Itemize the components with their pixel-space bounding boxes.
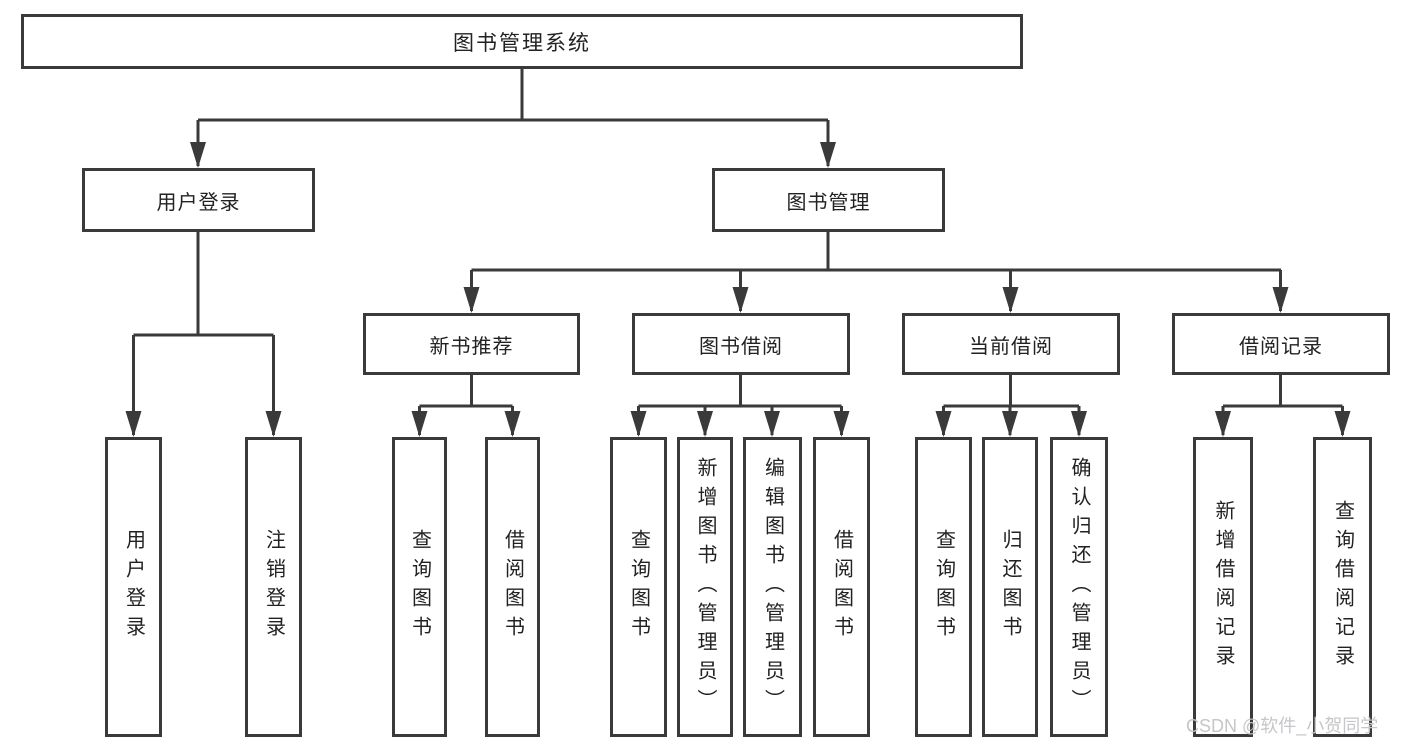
- tree-rails: [133, 69, 1343, 408]
- node-label: 查询借阅记录: [1331, 500, 1354, 674]
- leaf-add-borrow-record: 新增借阅记录: [1193, 437, 1253, 737]
- node-label: 图书借阅: [699, 335, 783, 358]
- leaf-query-books-current: 查询图书: [915, 437, 972, 737]
- leaf-edit-books-admin: 编辑图书（管理员）: [743, 437, 802, 737]
- leaf-user-login: 用户登录: [105, 437, 162, 737]
- node-label: 查询图书: [627, 529, 650, 645]
- node-label: 确认归还（管理员）: [1068, 456, 1090, 718]
- node-label: 编辑图书（管理员）: [761, 456, 784, 718]
- node-label: 新书推荐: [429, 335, 514, 358]
- node-book-management: 图书管理: [712, 168, 945, 232]
- node-label: 用户登录: [122, 529, 145, 645]
- leaf-add-books-admin: 新增图书（管理员）: [677, 437, 733, 737]
- leaf-borrow-books: 借阅图书: [813, 437, 870, 737]
- node-label: 图书管理系统: [453, 31, 591, 55]
- node-label: 借阅图书: [830, 529, 853, 645]
- node-label: 用户登录: [156, 191, 241, 214]
- leaf-query-borrow-record: 查询借阅记录: [1313, 437, 1372, 737]
- node-borrowing-records: 借阅记录: [1172, 313, 1390, 375]
- node-label: 查询图书: [932, 529, 955, 645]
- leaf-borrow-books-recommend: 借阅图书: [485, 437, 540, 737]
- leaf-return-books: 归还图书: [982, 437, 1038, 737]
- node-label: 当前借阅: [969, 335, 1053, 358]
- node-label: 查询图书: [408, 529, 431, 645]
- csdn-watermark: CSDN @软件_小贺同学: [1186, 716, 1379, 736]
- node-label: 新增图书（管理员）: [694, 456, 716, 718]
- node-root-library-system: 图书管理系统: [21, 14, 1023, 69]
- node-label: 新增借阅记录: [1212, 500, 1234, 674]
- node-book-borrowing: 图书借阅: [632, 313, 850, 375]
- node-new-book-recommendation: 新书推荐: [363, 313, 580, 375]
- node-label: 借阅记录: [1239, 335, 1323, 358]
- leaf-logout: 注销登录: [245, 437, 302, 737]
- node-user-login: 用户登录: [82, 168, 315, 232]
- leaf-query-books-borrow: 查询图书: [610, 437, 667, 737]
- node-label: 注销登录: [262, 529, 285, 645]
- leaf-query-books-recommend: 查询图书: [392, 437, 447, 737]
- node-current-borrowing: 当前借阅: [902, 313, 1120, 375]
- node-label: 借阅图书: [501, 529, 524, 645]
- node-label: 归还图书: [999, 529, 1021, 645]
- leaf-confirm-return-admin: 确认归还（管理员）: [1050, 437, 1108, 737]
- node-label: 图书管理: [786, 191, 871, 214]
